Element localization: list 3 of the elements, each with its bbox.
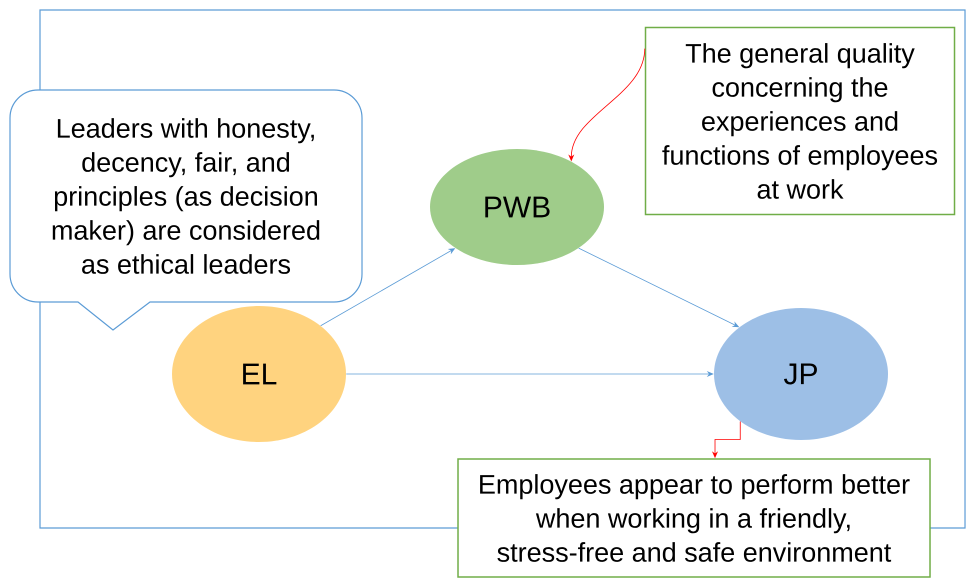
callout-bubble: Leaders with honesty, decency, fair, and principles (as decision maker) are considered as ethical leaders	[9, 89, 363, 331]
note-box: Employees appear to perform better when working in a friendly, stress-free and safe environment	[457, 458, 931, 578]
note-box: The general quality concerning the experiences and functions of employees at work	[644, 26, 956, 216]
